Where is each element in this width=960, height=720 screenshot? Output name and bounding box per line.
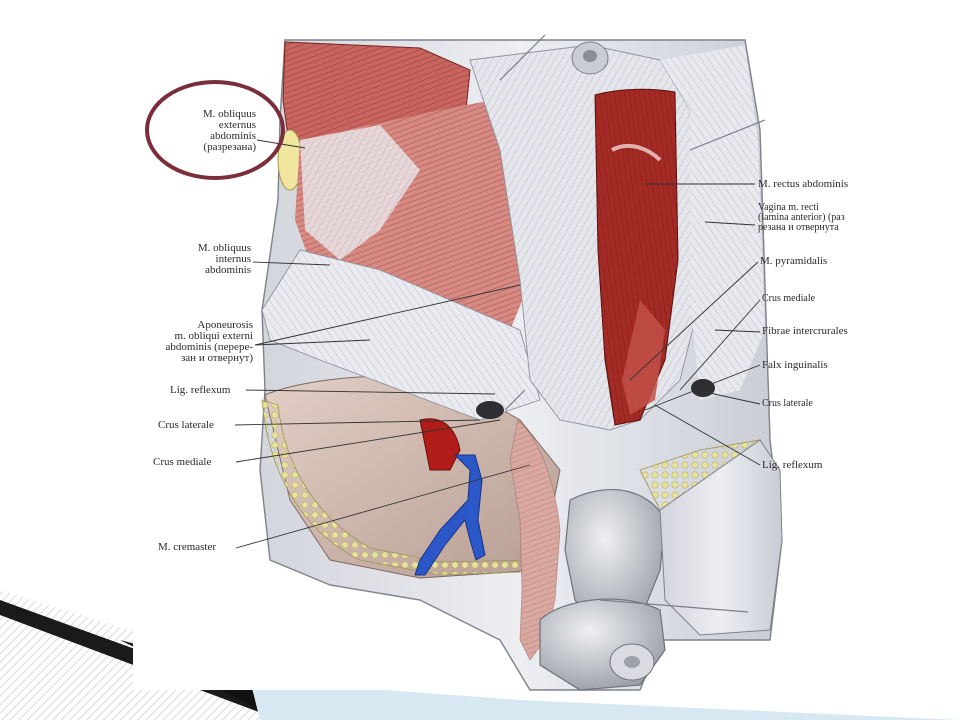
leader-crus-mediale-left [235,419,501,463]
label-vagina: Vagina m. recti (lamina anterior) (раз р… [758,203,845,233]
label-rectus: M. rectus abdominis [758,178,849,190]
leader-crus-mediale-right [679,299,761,391]
leader-aponeurosis-a [254,284,521,346]
label-line: резана и отвернута [758,222,839,233]
label-aponeurosis: Aponeurosis m. obliqui externi abdominis… [135,320,253,364]
label-pyramidalis: M. pyramidalis [760,255,828,267]
label-line: abdominis [210,130,256,142]
label-line: (lamina anterior) (раз [758,212,845,223]
leader-vagina [704,221,756,226]
label-falx: Falx inguinalis [762,359,828,371]
label-line: m. obliqui externi [174,330,253,342]
label-line: abdominis [205,264,251,276]
leader-lig-reflexum-left [245,389,496,395]
leader-falx [644,364,761,411]
label-line: externus [218,119,256,131]
leader-obliquus-internus [252,261,331,266]
label-line: abdominis (перере- [165,341,253,353]
label-lig-reflexum-left: Lig. reflexum [170,384,231,396]
label-crus-mediale-right: Crus mediale [762,293,816,304]
label-fibrae: Fibrae intercrurales [762,325,848,337]
leader-lig-reflexum-right [654,404,761,466]
leader-aponeurosis-b [254,339,371,346]
label-obliquus-externus: M. obliquus externus abdominis (разрезан… [172,109,256,153]
label-line: M. obliquus [202,108,256,120]
label-cremaster: M. cremaster [158,541,217,553]
label-crus-laterale-left: Crus laterale [158,419,214,431]
label-line: internus [215,253,251,265]
leader-fibrae [714,329,761,333]
label-lig-reflexum-right: Lig. reflexum [762,459,823,471]
label-line: Aponeurosis [197,319,253,331]
leader-cremaster [235,464,531,549]
label-crus-mediale-left: Crus mediale [153,456,212,468]
leader-crus-laterale-right [704,391,761,405]
leader-crus-laterale-left [234,419,481,426]
label-crus-laterale-right: Crus laterale [762,398,813,409]
label-line: Vagina m. recti [758,202,819,213]
highlight-circle [145,80,285,180]
leader-lines [234,139,761,549]
label-obliquus-internus: M. obliquus internus abdominis [165,243,251,276]
leader-pyramidalis [629,261,759,381]
label-line: M. obliquus [197,242,251,254]
anatomy-illustration [133,25,783,691]
label-line: (разрезана) [203,141,256,153]
label-line: зан и отвернут) [180,352,253,364]
